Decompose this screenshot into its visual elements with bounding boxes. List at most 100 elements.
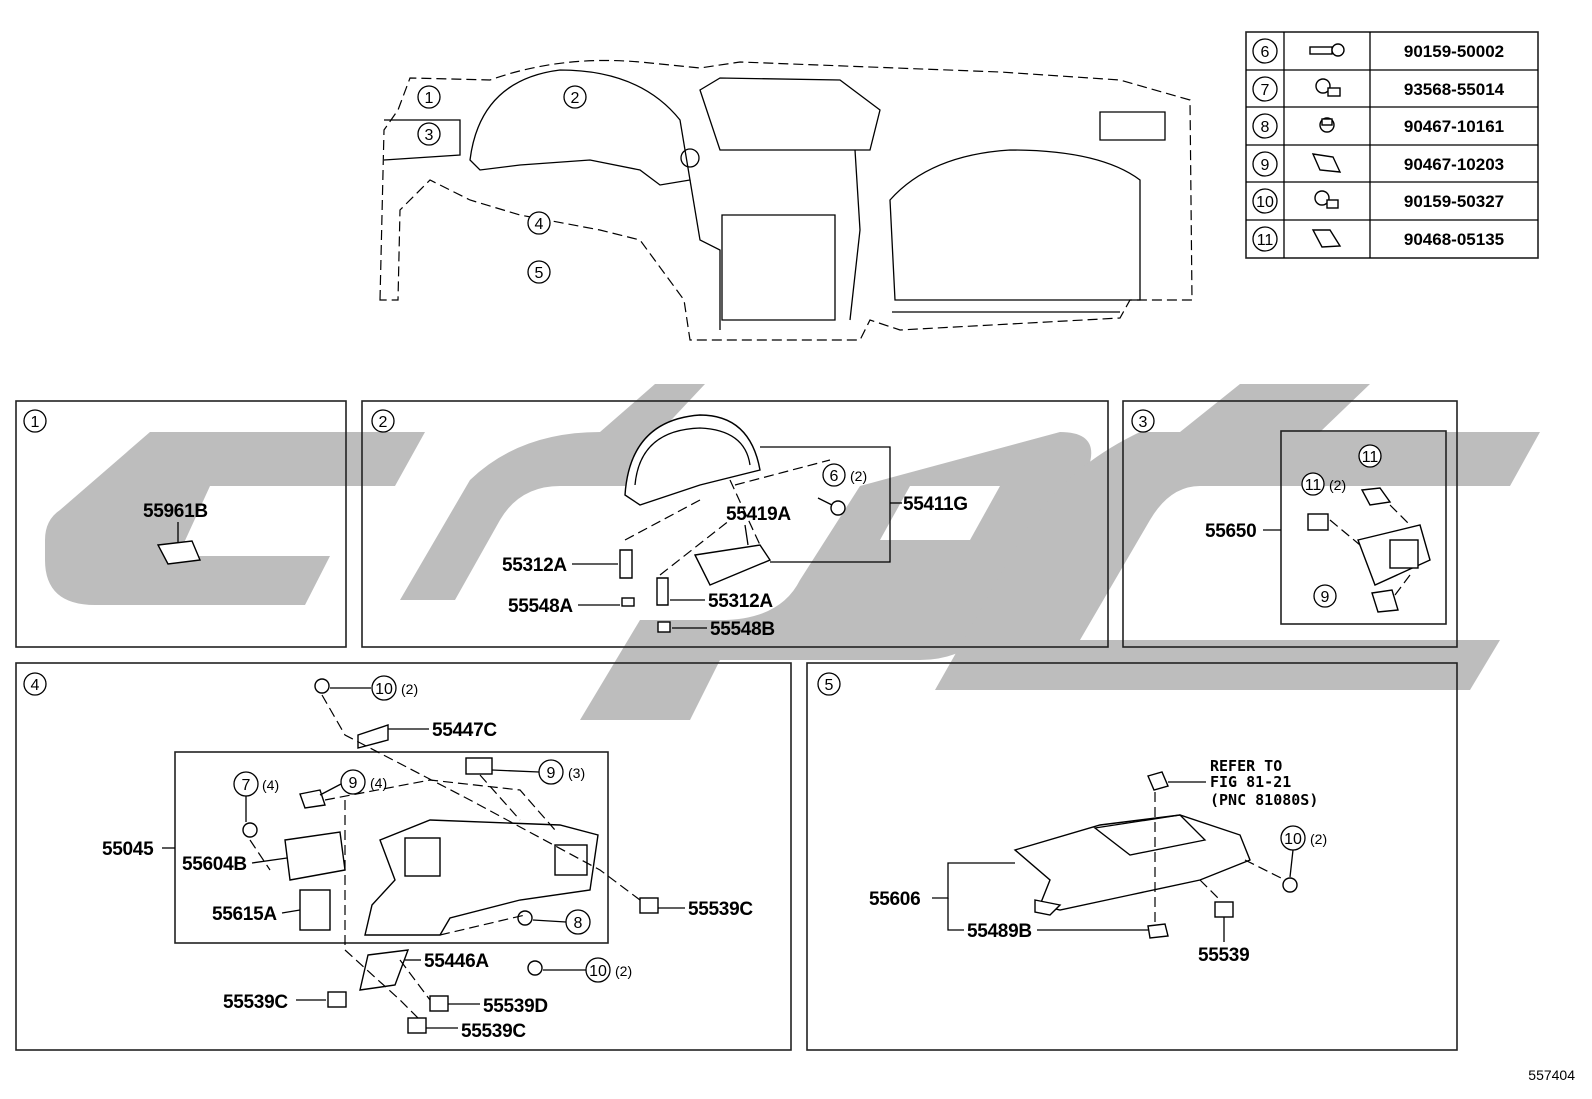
- part-number: 90468-05135: [1404, 230, 1504, 249]
- clip-icon: [1311, 153, 1342, 173]
- clip-55539: [1214, 901, 1234, 918]
- table-row: 9 90467-10203: [1252, 151, 1504, 177]
- callout-number: 11: [1362, 449, 1379, 466]
- clip-icon: [242, 822, 258, 838]
- callout-number: 10: [1284, 831, 1302, 848]
- clip-55539c: [407, 1017, 427, 1034]
- clip-icon: [1147, 923, 1169, 939]
- part-number: 90159-50002: [1404, 42, 1504, 61]
- panel-ref-circle: [371, 409, 395, 433]
- fastener-table: 6 90159-50002 7 93568-55014 8 90467-1016…: [1245, 31, 1539, 259]
- detail-panel-2: 2 55411G 55419A 6 (2) 55312A 55548A 5531…: [361, 400, 1109, 648]
- clip-icon: [1315, 78, 1341, 97]
- detail-panel-4: 4 10 (2) 55447C 7 (4) 9 (4: [15, 662, 792, 1051]
- callout-circle: [340, 769, 366, 795]
- part-55446a: [359, 949, 410, 991]
- part-label: 55419A: [726, 504, 791, 525]
- part-label: 55489B: [967, 921, 1032, 942]
- pin-55312a: [619, 549, 633, 579]
- callout-circle: [1358, 444, 1382, 468]
- table-row: 6 90159-50002: [1252, 38, 1504, 64]
- table-row: 8 90467-10161: [1252, 113, 1504, 139]
- panel-ref-number: 2: [379, 414, 388, 431]
- clip-11: [1307, 513, 1329, 531]
- ref-circle: [1252, 76, 1278, 102]
- callout-number: 11: [1305, 477, 1322, 494]
- screw-icon: [1282, 877, 1298, 893]
- part-label: 55539C: [688, 899, 753, 920]
- part-number: 93568-55014: [1404, 80, 1505, 99]
- part-label: 55539C: [223, 992, 288, 1013]
- callout-number: 8: [574, 915, 583, 932]
- part-55447c: [357, 724, 389, 749]
- screw-icon: [1314, 190, 1339, 209]
- panel-ref-circle: [23, 409, 47, 433]
- panel-ref-circle: [23, 672, 47, 696]
- detail-panel-1: 1 55961B: [15, 400, 347, 648]
- callout-circle: [1301, 472, 1325, 496]
- ref-circle: [1252, 226, 1278, 252]
- callout-circle: [1313, 584, 1337, 608]
- part-label: 55411G: [903, 494, 968, 515]
- refer-note-line: REFER TO: [1210, 757, 1282, 775]
- overview-callout-number: 3: [425, 127, 434, 144]
- panel-ref-number: 4: [31, 677, 40, 694]
- overview-callout-number: 4: [535, 216, 544, 233]
- callout-number: 7: [242, 777, 251, 794]
- callout-number: 10: [589, 963, 607, 980]
- screw-icon: [817, 497, 846, 516]
- ref-circle: [1252, 151, 1278, 177]
- callout-number: 10: [375, 681, 393, 698]
- clip-11: [1360, 487, 1392, 506]
- part-label: 55606: [869, 889, 920, 910]
- overview-callout: [563, 85, 587, 109]
- clip-55548b: [657, 621, 671, 633]
- callout-qty: (4): [262, 777, 279, 793]
- refer-note-line: FIG 81-21: [1210, 773, 1291, 791]
- lower-panel-55045: [364, 819, 599, 936]
- part-55419a: [693, 544, 772, 586]
- clip-icon: [517, 910, 533, 926]
- ref-number: 7: [1261, 82, 1270, 99]
- part-label: 55615A: [212, 904, 277, 925]
- dashboard-overview: 1 2 3 4 5: [379, 59, 1193, 341]
- meter-hood: [624, 414, 761, 506]
- overview-callout: [527, 260, 551, 284]
- panel-ref-circle: [1131, 409, 1155, 433]
- clip-55539c: [327, 991, 347, 1008]
- clip-9: [1371, 589, 1399, 613]
- callout-qty: (2): [401, 681, 418, 697]
- bracket-55606: [1013, 814, 1251, 911]
- callout-number: 6: [830, 468, 839, 485]
- part-label: 55312A: [708, 591, 773, 612]
- overview-callout: [527, 211, 551, 235]
- screw-icon: [1309, 43, 1345, 57]
- panel-ref-number: 3: [1139, 414, 1148, 431]
- part-number: 90467-10161: [1404, 117, 1504, 136]
- table-row: 7 93568-55014: [1252, 76, 1505, 102]
- part-label: 55447C: [432, 720, 497, 741]
- panel-ref-circle: [817, 672, 841, 696]
- clip-55548a: [621, 597, 635, 607]
- callout-number: 9: [547, 765, 556, 782]
- ref-number: 11: [1257, 232, 1274, 249]
- overview-callout-number: 2: [571, 90, 580, 107]
- callout-circle: [822, 463, 846, 487]
- part-55961b: [156, 540, 202, 565]
- table-row: 10 90159-50327: [1252, 188, 1504, 214]
- part-label: 55312A: [502, 555, 567, 576]
- overview-callout-number: 1: [425, 90, 434, 107]
- callout-qty: (3): [568, 765, 585, 781]
- clip-icon: [1147, 771, 1169, 791]
- part-label: 55548A: [508, 596, 573, 617]
- clip-icon: [1311, 229, 1342, 248]
- callout-qty: (2): [1329, 477, 1346, 493]
- part-label: 55548B: [710, 619, 775, 640]
- clip-55539d: [429, 995, 449, 1012]
- callout-number: 9: [1321, 589, 1330, 606]
- part-55615a: [299, 889, 331, 931]
- overview-callout: [417, 122, 441, 146]
- ref-number: 10: [1256, 194, 1274, 211]
- ref-circle: [1252, 38, 1278, 64]
- pin-55312a: [656, 577, 669, 606]
